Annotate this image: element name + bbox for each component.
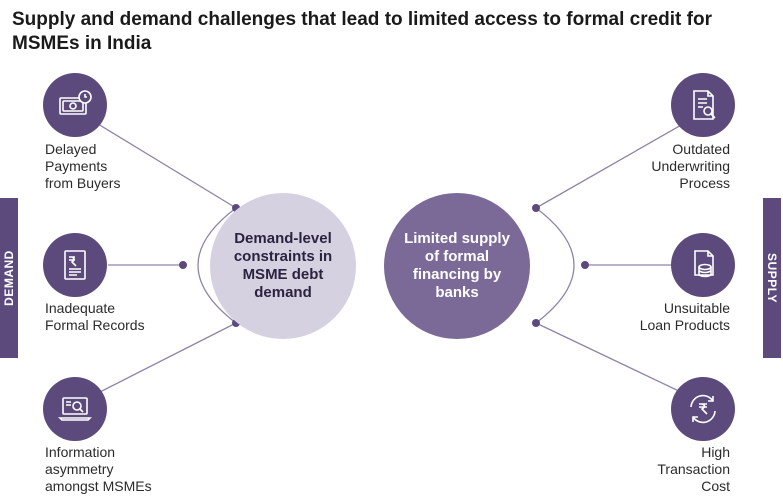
left-arc <box>197 207 237 324</box>
right-arc <box>535 207 575 324</box>
dot-left-mid <box>179 261 187 269</box>
demand-constraints-circle: Demand-level constraints in MSME debt de… <box>210 193 356 339</box>
demand-side-tab: DEMAND <box>0 198 18 358</box>
outdated-underwriting-label: Outdated Underwriting Process <box>651 141 730 191</box>
supply-side-tab: SUPPLY <box>763 198 781 358</box>
clock-money-icon <box>43 73 107 137</box>
dot-right-top <box>532 204 540 212</box>
connector-underwriting <box>535 123 684 209</box>
rupee-cycle-icon <box>671 377 735 441</box>
connector-info-asymmetry <box>97 322 237 394</box>
document-search-icon <box>671 73 735 137</box>
page-title: Supply and demand challenges that lead t… <box>12 9 712 54</box>
document-coins-icon <box>671 233 735 297</box>
inadequate-records-label: Inadequate Formal Records <box>45 300 145 333</box>
document-rupee-icon <box>43 233 107 297</box>
dot-right-bottom <box>532 319 540 327</box>
unsuitable-loans-label: Unsuitable Loan Products <box>639 300 730 333</box>
laptop-search-icon <box>43 377 107 441</box>
dot-right-mid <box>581 261 589 269</box>
supply-tab-label: SUPPLY <box>765 253 780 303</box>
delayed-payments-label: Delayed Payments from Buyers <box>45 141 121 191</box>
connector-delayed-payments <box>97 123 237 209</box>
demand-tab-label: DEMAND <box>2 250 17 306</box>
high-transaction-cost-label: High Transaction Cost <box>657 444 730 494</box>
connector-transaction-cost <box>535 322 684 394</box>
supply-constraints-circle: Limited supply of formal financing by ba… <box>384 193 530 339</box>
information-asymmetry-label: Information asymmetry amongst MSMEs <box>45 444 152 494</box>
